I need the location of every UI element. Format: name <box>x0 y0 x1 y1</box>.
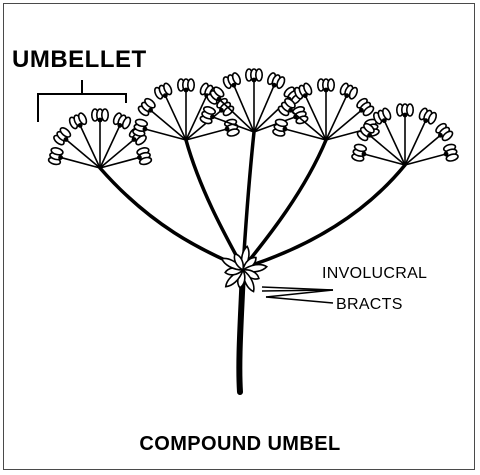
pedicel <box>404 120 427 166</box>
flower <box>206 86 225 105</box>
flower <box>266 72 286 90</box>
involucral-label: INVOLUCRAL <box>322 265 428 282</box>
pedicel <box>99 125 121 169</box>
flower <box>356 122 375 142</box>
pedicel <box>304 95 327 141</box>
ray-4 <box>241 138 328 270</box>
pedicel <box>164 95 187 141</box>
pedicel <box>79 125 101 169</box>
pedicel <box>290 109 327 141</box>
pedicel <box>404 134 441 166</box>
flower <box>372 107 392 125</box>
pedicel <box>369 134 406 166</box>
pedicel <box>185 95 208 141</box>
flower <box>317 78 336 93</box>
umbellet <box>351 103 459 166</box>
pedicel <box>253 84 275 133</box>
umbellet <box>47 108 153 169</box>
flower <box>245 68 264 83</box>
umbellet-flowers <box>47 68 459 169</box>
flower <box>222 72 242 90</box>
flower <box>136 147 153 166</box>
bracts-label: BRACTS <box>336 296 403 313</box>
flower <box>356 97 375 117</box>
ray-2 <box>184 138 245 270</box>
flower <box>418 107 438 125</box>
pedicel <box>325 95 348 141</box>
flower <box>272 118 289 137</box>
flower <box>435 122 454 142</box>
flower <box>53 127 72 146</box>
pedicel <box>150 109 187 141</box>
flower <box>293 82 313 100</box>
flower <box>137 97 156 117</box>
flower <box>277 97 296 117</box>
pedicel <box>99 138 135 169</box>
flower <box>112 112 132 130</box>
pedicel <box>99 156 140 169</box>
umbellet-bracket <box>37 80 127 122</box>
flower <box>199 106 217 125</box>
flower <box>177 78 196 93</box>
bract-pointers <box>261 286 334 304</box>
pedicel <box>185 109 222 141</box>
pedicel <box>218 98 255 133</box>
flower <box>132 118 149 137</box>
pedicel <box>383 120 406 166</box>
flower <box>47 147 64 166</box>
pedicel <box>60 156 101 169</box>
pedicel <box>212 116 255 133</box>
flower <box>351 143 368 162</box>
figure-caption: COMPOUND UMBEL <box>139 433 341 455</box>
umbellet-label: UMBELLET <box>12 46 147 73</box>
flower <box>396 103 415 118</box>
pedicel <box>233 84 255 133</box>
flower <box>442 143 459 162</box>
umbellet <box>132 78 240 141</box>
ray-1 <box>98 166 245 270</box>
flower <box>91 108 110 123</box>
pedicel <box>284 128 327 141</box>
involucral-bracts-whorl <box>220 245 269 293</box>
pedicel <box>65 138 101 169</box>
pedicel <box>144 128 187 141</box>
bract <box>233 252 245 272</box>
pedicel <box>185 128 228 141</box>
pedicel <box>325 109 362 141</box>
flower <box>68 112 88 130</box>
pedicel <box>404 153 447 166</box>
ray-5 <box>241 163 407 270</box>
pedicel <box>363 153 406 166</box>
flower <box>339 82 359 100</box>
flower <box>153 82 173 100</box>
